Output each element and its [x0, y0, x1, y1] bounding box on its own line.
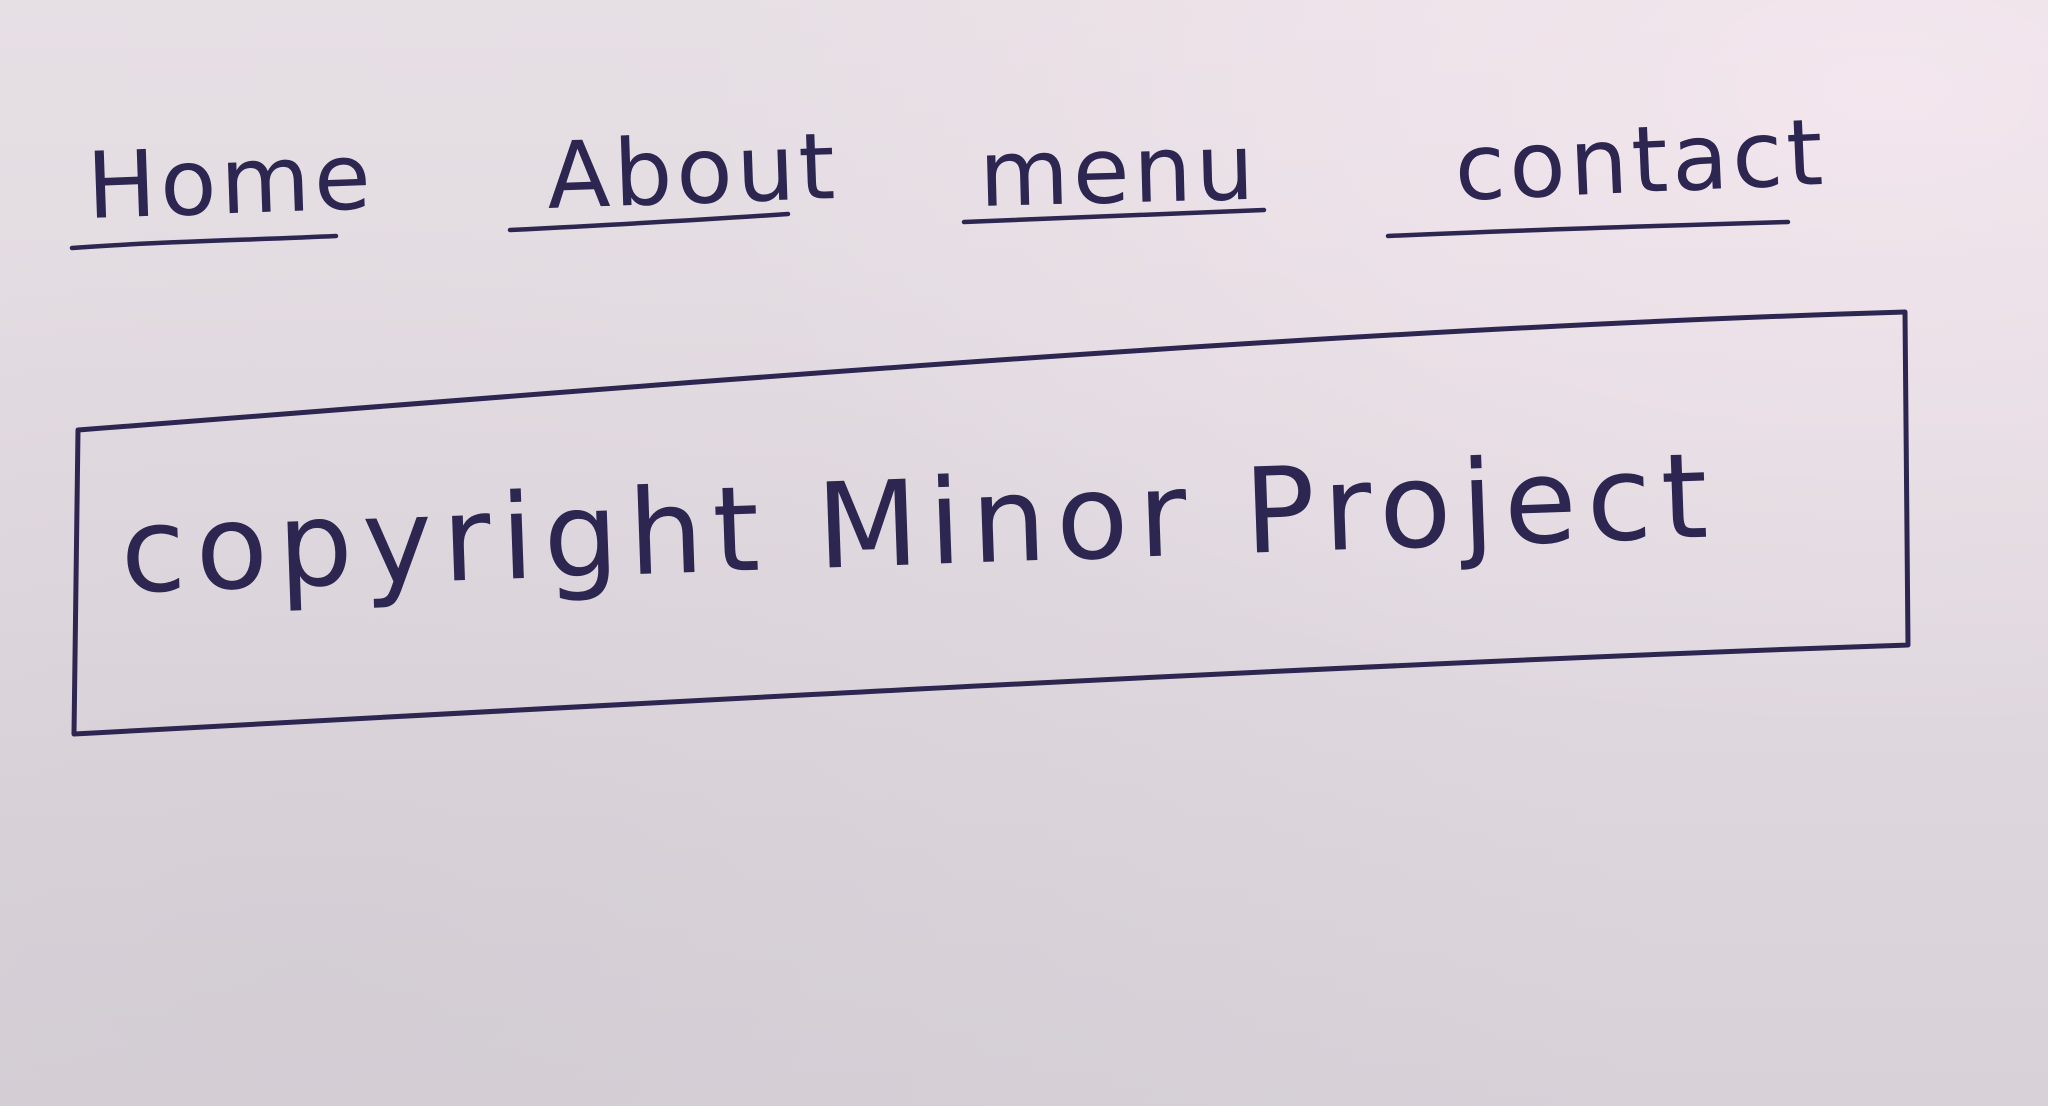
nav-link-menu-underline: [961, 207, 1267, 225]
nav-link-contact-label: contact: [1452, 99, 1829, 222]
footer-box-outline: [71, 309, 1911, 737]
nav-link-home-underline: [69, 233, 339, 251]
nav-link-home[interactable]: Home: [69, 123, 376, 251]
nav-link-about-label: About: [545, 113, 841, 230]
nav-bar: Home About menu contact: [69, 99, 1829, 251]
nav-link-about-underline: [507, 211, 791, 233]
nav-link-about[interactable]: About: [507, 113, 841, 233]
nav-link-menu[interactable]: menu: [961, 114, 1267, 228]
nav-link-contact[interactable]: contact: [1385, 99, 1829, 239]
nav-link-contact-underline: [1385, 219, 1791, 239]
nav-link-menu-label: menu: [978, 114, 1260, 228]
nav-link-home-label: Home: [85, 123, 376, 240]
footer: copyright Minor Project: [71, 309, 1911, 737]
footer-copyright-text: copyright Minor Project: [118, 426, 1720, 620]
